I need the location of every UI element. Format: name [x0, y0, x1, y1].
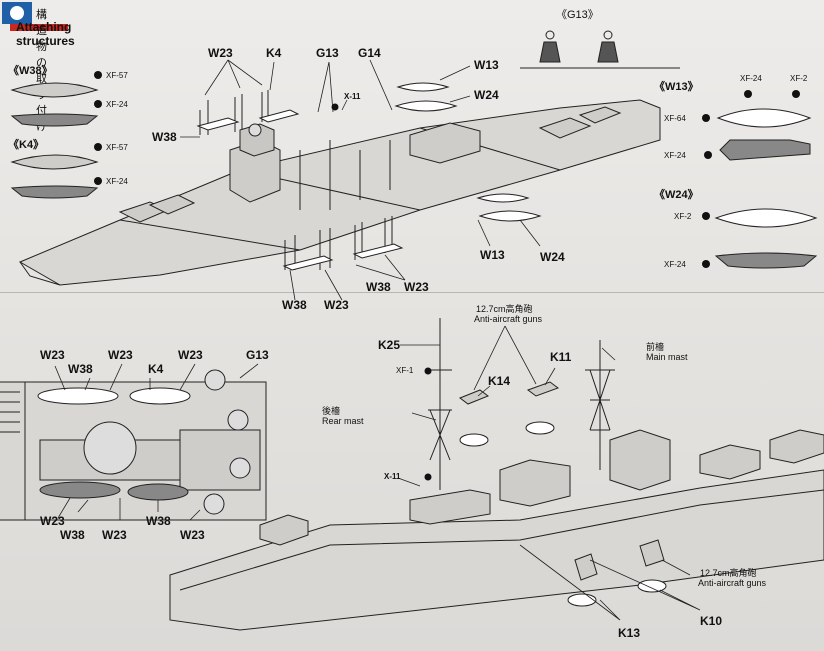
label-w24-top: W24: [474, 88, 499, 102]
label-w38-b2: W38: [366, 280, 391, 294]
label-w13-top: W13: [474, 58, 499, 72]
plan-view: [0, 363, 267, 521]
w24-reference-title: 《W24》: [654, 189, 699, 201]
g13-reference-drawing: [520, 30, 680, 69]
label-w23-b1: W23: [324, 298, 349, 312]
plan-label-w38-b: W38: [60, 528, 85, 542]
davits-lower: [282, 216, 404, 271]
plan-label-k4: K4: [148, 362, 164, 376]
w13-paint-xf24: XF-24: [740, 74, 762, 83]
k4-paint-xf57: XF-57: [106, 143, 128, 152]
w38-paint-xf57: XF-57: [106, 71, 128, 80]
w24-paint-xf24: XF-24: [664, 260, 686, 269]
w13-paint-xf64: XF-64: [664, 114, 686, 123]
w38-paint-xf24: XF-24: [106, 100, 128, 109]
aa-guns-label-en: Anti-aircraft guns: [474, 314, 543, 324]
leader-lines-top: [180, 59, 541, 301]
main-mast-label-en: Main mast: [646, 352, 688, 362]
boat-k4-reference: [10, 154, 99, 199]
title-english: Attaching structures: [16, 20, 75, 48]
k4-reference-title: 《K4》: [8, 139, 45, 151]
paint-xf1: XF-1: [396, 366, 414, 375]
davits-upper: [196, 90, 300, 135]
boats-top: [394, 82, 542, 222]
label-g13-top: G13: [316, 46, 339, 60]
label-g14-top: G14: [358, 46, 381, 60]
plan-label-w23-e: W23: [102, 528, 127, 542]
aa-guns-label-en-2: Anti-aircraft guns: [698, 578, 767, 588]
label-w38-b1: W38: [282, 298, 307, 312]
side-paint-dots: [424, 367, 432, 481]
w24-paint-xf2: XF-2: [674, 212, 692, 221]
site-logo: [2, 2, 68, 31]
label-x11-top: X-11: [344, 92, 361, 101]
plan-label-g13: G13: [246, 348, 269, 362]
plan-label-w38-c: W38: [146, 514, 171, 528]
boat-w13-reference: [716, 108, 812, 161]
label-k4-top: K4: [266, 46, 282, 60]
label-k25: K25: [378, 338, 401, 352]
label-w13-bottom: W13: [480, 248, 505, 262]
boat-w38-reference: [10, 82, 99, 127]
plan-label-w23-d: W23: [40, 514, 65, 528]
w13-reference-title: 《W13》: [654, 81, 699, 93]
side-ship: [169, 318, 824, 631]
main-mast-label-jp: 前檣: [646, 342, 665, 352]
w13-paint-xf24b: XF-24: [664, 151, 686, 160]
divider: [0, 292, 824, 293]
plan-label-w23-c: W23: [178, 348, 203, 362]
rear-mast-label-jp: 後檣: [322, 406, 341, 416]
rear-mast-label-en: Rear mast: [322, 416, 364, 426]
w38-reference-title: 《W38》: [8, 65, 53, 77]
label-k14: K14: [488, 374, 511, 388]
k4-paint-xf24: XF-24: [106, 177, 128, 186]
aa-guns-label-jp: 12.7cm高角砲: [476, 304, 533, 314]
label-w23-b2: W23: [404, 280, 429, 294]
label-w38-left: W38: [152, 130, 177, 144]
plan-label-w38-a: W38: [68, 362, 93, 376]
label-k13: K13: [618, 626, 641, 640]
plan-label-w23-a: W23: [40, 348, 65, 362]
paint-dots: [94, 71, 800, 268]
label-k10: K10: [700, 614, 723, 628]
w13-paint-xf2: XF-2: [790, 74, 808, 83]
top-ship-hull: [18, 99, 661, 286]
label-x11-side: X-11: [384, 472, 401, 481]
aa-guns-label-jp-2: 12.7cm高角砲: [700, 568, 757, 578]
g13-reference-title: 《G13》: [556, 9, 599, 21]
label-w23-top: W23: [208, 46, 233, 60]
label-w24-bottom: W24: [540, 250, 565, 264]
plan-label-w23-f: W23: [180, 528, 205, 542]
boat-w24-reference: [714, 208, 818, 269]
label-k11: K11: [550, 350, 572, 364]
plan-label-w23-b: W23: [108, 348, 133, 362]
